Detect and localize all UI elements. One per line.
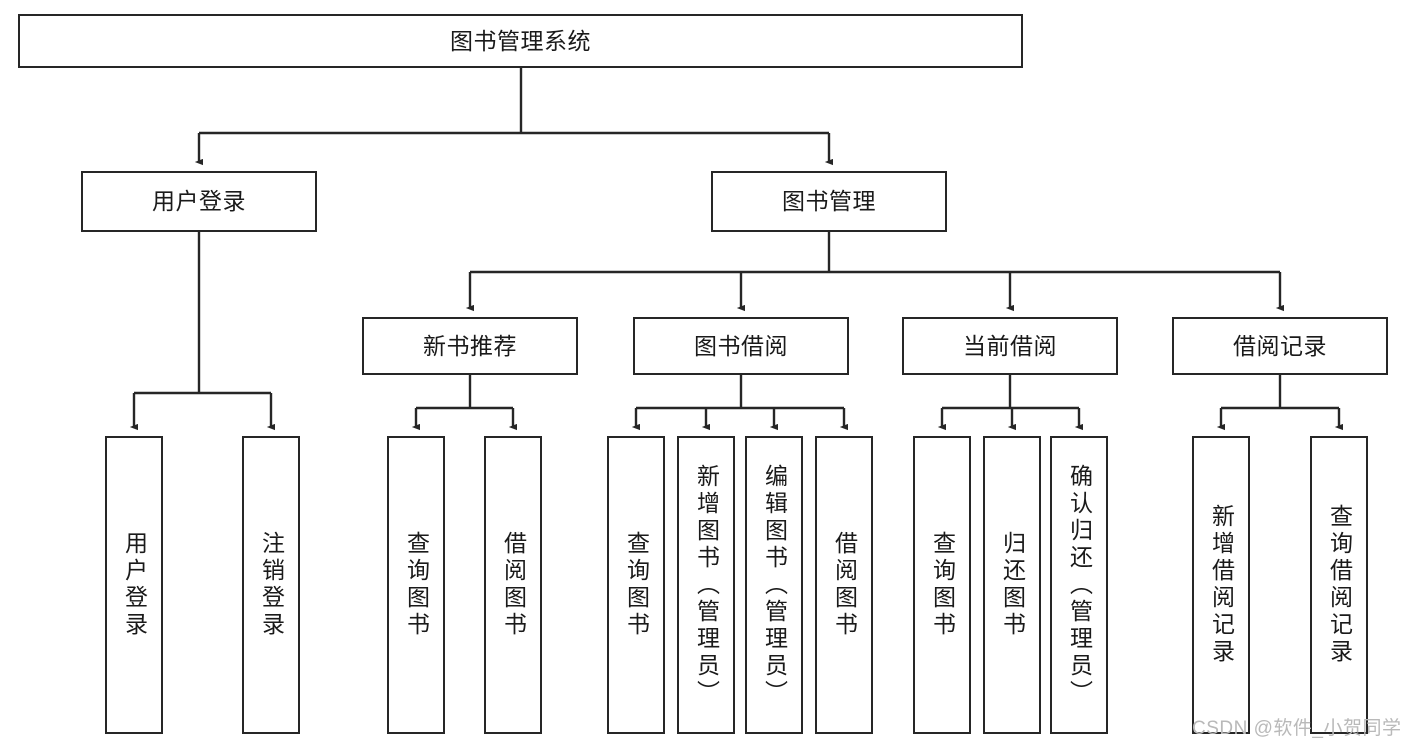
node-new-book-rec[interactable]: 新书推荐: [362, 317, 578, 375]
node-leaf-user-login[interactable]: 用户登录: [105, 436, 163, 734]
node-root[interactable]: 图书管理系统: [18, 14, 1023, 68]
node-label: 借阅图书: [500, 531, 527, 639]
node-label: 确认归还（管理员）: [1066, 463, 1093, 707]
node-leaf-borrow-query[interactable]: 查询图书: [607, 436, 665, 734]
node-borrow-record[interactable]: 借阅记录: [1172, 317, 1388, 375]
node-label: 用户登录: [121, 531, 148, 639]
node-leaf-confirm-return[interactable]: 确认归还（管理员）: [1050, 436, 1108, 734]
node-current-borrow[interactable]: 当前借阅: [902, 317, 1118, 375]
node-leaf-query-record[interactable]: 查询借阅记录: [1310, 436, 1368, 734]
node-label: 借阅记录: [1233, 332, 1327, 359]
node-label: 查询图书: [929, 531, 956, 639]
node-book-borrow[interactable]: 图书借阅: [633, 317, 849, 375]
node-label: 查询借阅记录: [1326, 504, 1353, 666]
node-label: 归还图书: [999, 531, 1026, 639]
node-book-manage[interactable]: 图书管理: [711, 171, 947, 232]
node-label: 图书管理: [782, 188, 876, 215]
node-leaf-edit-book[interactable]: 编辑图书（管理员）: [745, 436, 803, 734]
node-label: 新书推荐: [423, 332, 517, 359]
node-label: 编辑图书（管理员）: [761, 463, 788, 707]
node-leaf-borrow-book[interactable]: 借阅图书: [815, 436, 873, 734]
node-label: 图书管理系统: [450, 27, 591, 54]
node-label: 新增借阅记录: [1208, 504, 1235, 666]
node-leaf-add-record[interactable]: 新增借阅记录: [1192, 436, 1250, 734]
node-label: 借阅图书: [831, 531, 858, 639]
node-label: 图书借阅: [694, 332, 788, 359]
watermark-label: CSDN @软件_小贺同学: [1192, 718, 1402, 739]
node-user-login[interactable]: 用户登录: [81, 171, 317, 232]
node-leaf-rec-query[interactable]: 查询图书: [387, 436, 445, 734]
node-label: 注销登录: [258, 531, 285, 639]
node-leaf-logout[interactable]: 注销登录: [242, 436, 300, 734]
node-label: 新增图书（管理员）: [693, 463, 720, 707]
node-label: 用户登录: [152, 188, 246, 215]
node-leaf-rec-borrow[interactable]: 借阅图书: [484, 436, 542, 734]
node-label: 当前借阅: [963, 332, 1057, 359]
node-leaf-return-book[interactable]: 归还图书: [983, 436, 1041, 734]
node-label: 查询图书: [403, 531, 430, 639]
node-leaf-cur-query[interactable]: 查询图书: [913, 436, 971, 734]
node-leaf-add-book[interactable]: 新增图书（管理员）: [677, 436, 735, 734]
node-label: 查询图书: [623, 531, 650, 639]
